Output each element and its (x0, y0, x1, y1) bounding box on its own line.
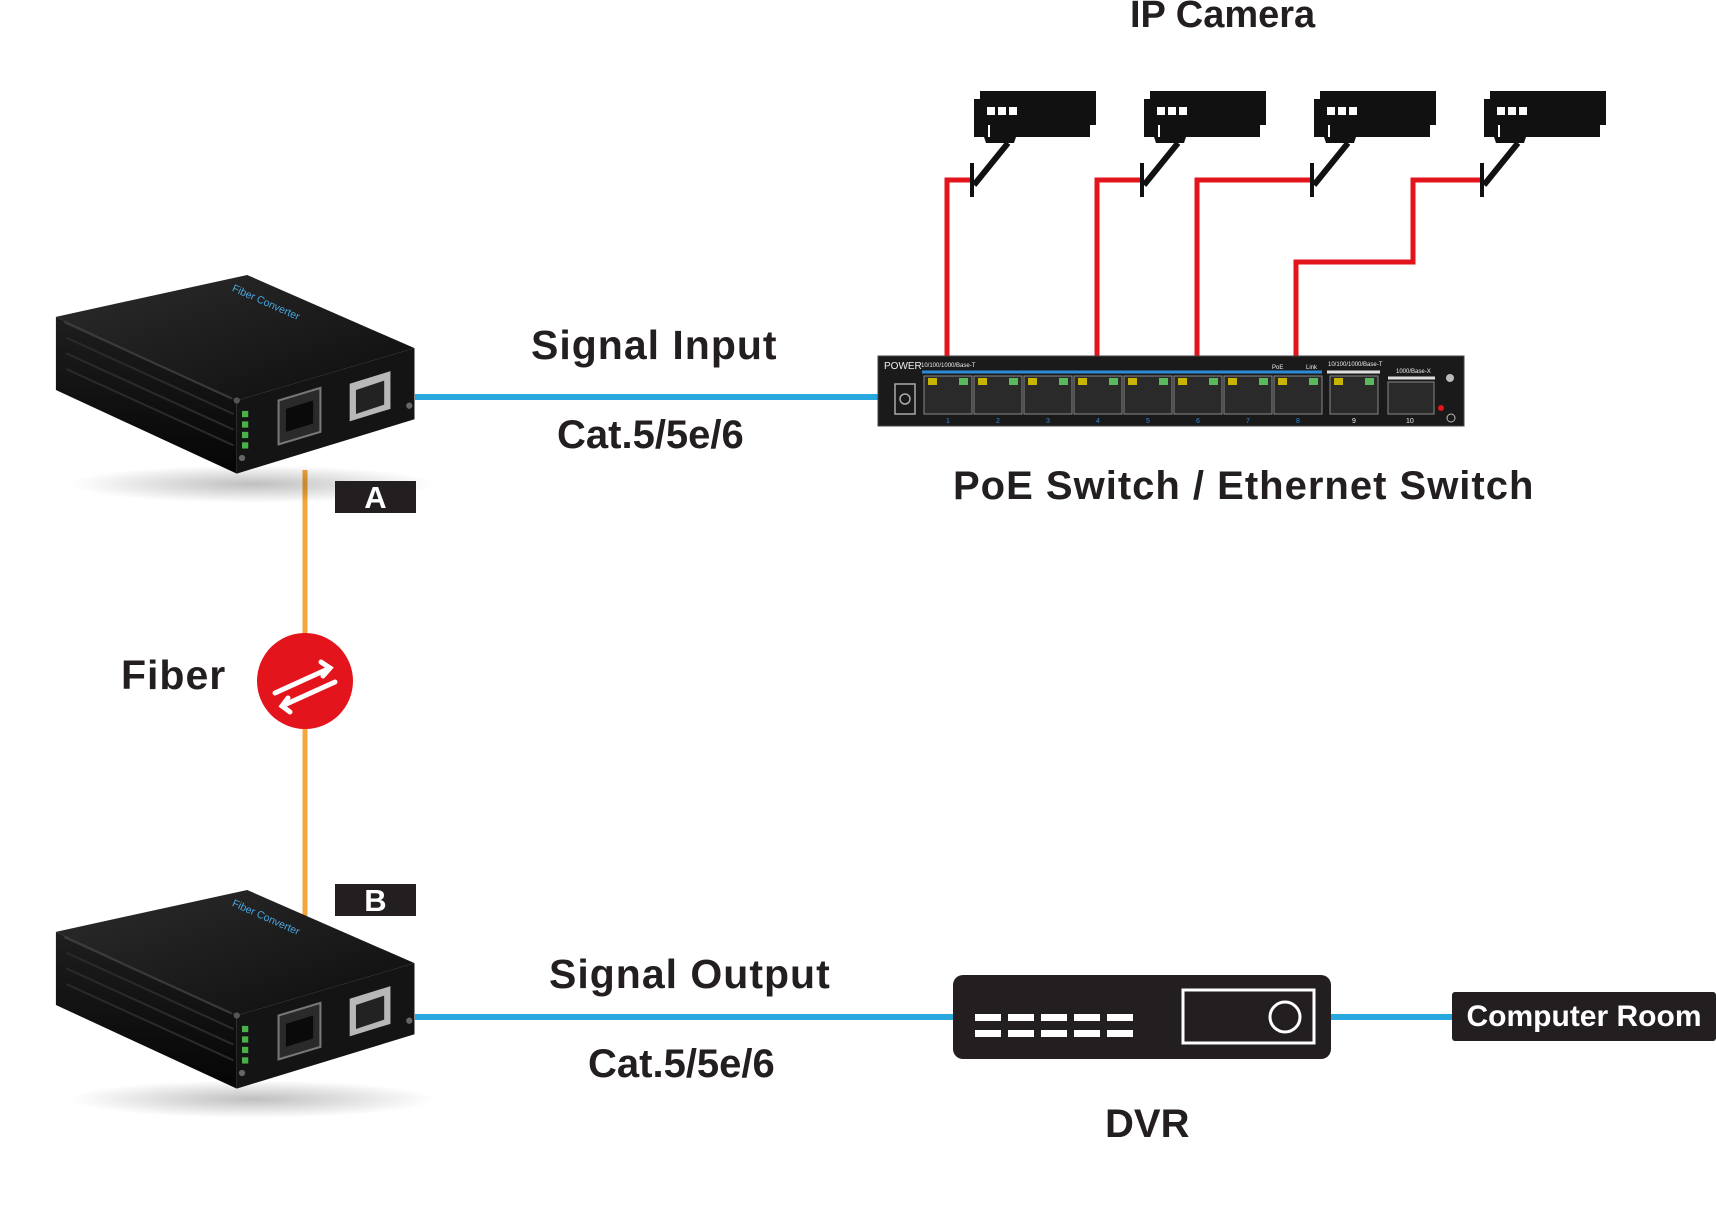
switch-icon (877, 355, 1465, 427)
fiber-arrows-icon (257, 633, 353, 729)
switch-sfp-label: 1000/Base-X (1396, 369, 1431, 375)
media-converter-icon (54, 890, 432, 1119)
poe-cables (944, 177, 1480, 360)
port-number: 8 (1296, 418, 1300, 425)
port-number: 4 (1096, 418, 1100, 425)
converter-b-tag: B (335, 884, 416, 918)
port-number: 10 (1406, 418, 1414, 425)
signal-input-label: Signal Input (531, 322, 778, 368)
switch-link-label: Link (1306, 365, 1318, 371)
computer-room-badge: Computer Room (1452, 992, 1716, 1041)
switch-poe-label: PoE (1272, 365, 1283, 371)
dvr-label: DVR (1105, 1102, 1190, 1146)
dvr-icon (953, 975, 1331, 1059)
switch-power-label: POWER (884, 361, 922, 372)
ip-camera-label: IP Camera (1130, 0, 1316, 36)
port-number: 9 (1352, 418, 1356, 425)
switch-uplink-label: 10/100/1000/Base-T (1328, 362, 1383, 368)
switch-ports-label: 10/100/1000/Base-T (921, 363, 976, 369)
port-number: 7 (1246, 418, 1250, 425)
switch-panel-text: POWER 10/100/1000/Base-T PoE Link 10/100… (884, 361, 1431, 425)
converter-a-tag: A (335, 481, 416, 515)
signal-output-label: Signal Output (549, 951, 831, 997)
switch-label: PoE Switch / Ethernet Switch (953, 464, 1535, 508)
cat-cable-bottom-label: Cat.5/5e/6 (588, 1042, 775, 1086)
port-number: 1 (946, 418, 950, 425)
camera-icon (1479, 91, 1606, 197)
fiber-label: Fiber (121, 652, 227, 698)
port-number: 5 (1146, 418, 1150, 425)
port-number: 2 (996, 418, 1000, 425)
media-converter-icon (54, 275, 432, 504)
port-number: 3 (1046, 418, 1050, 425)
port-number: 6 (1196, 418, 1200, 425)
cat-cable-top-label: Cat.5/5e/6 (557, 413, 744, 457)
camera-icon (969, 91, 1096, 197)
